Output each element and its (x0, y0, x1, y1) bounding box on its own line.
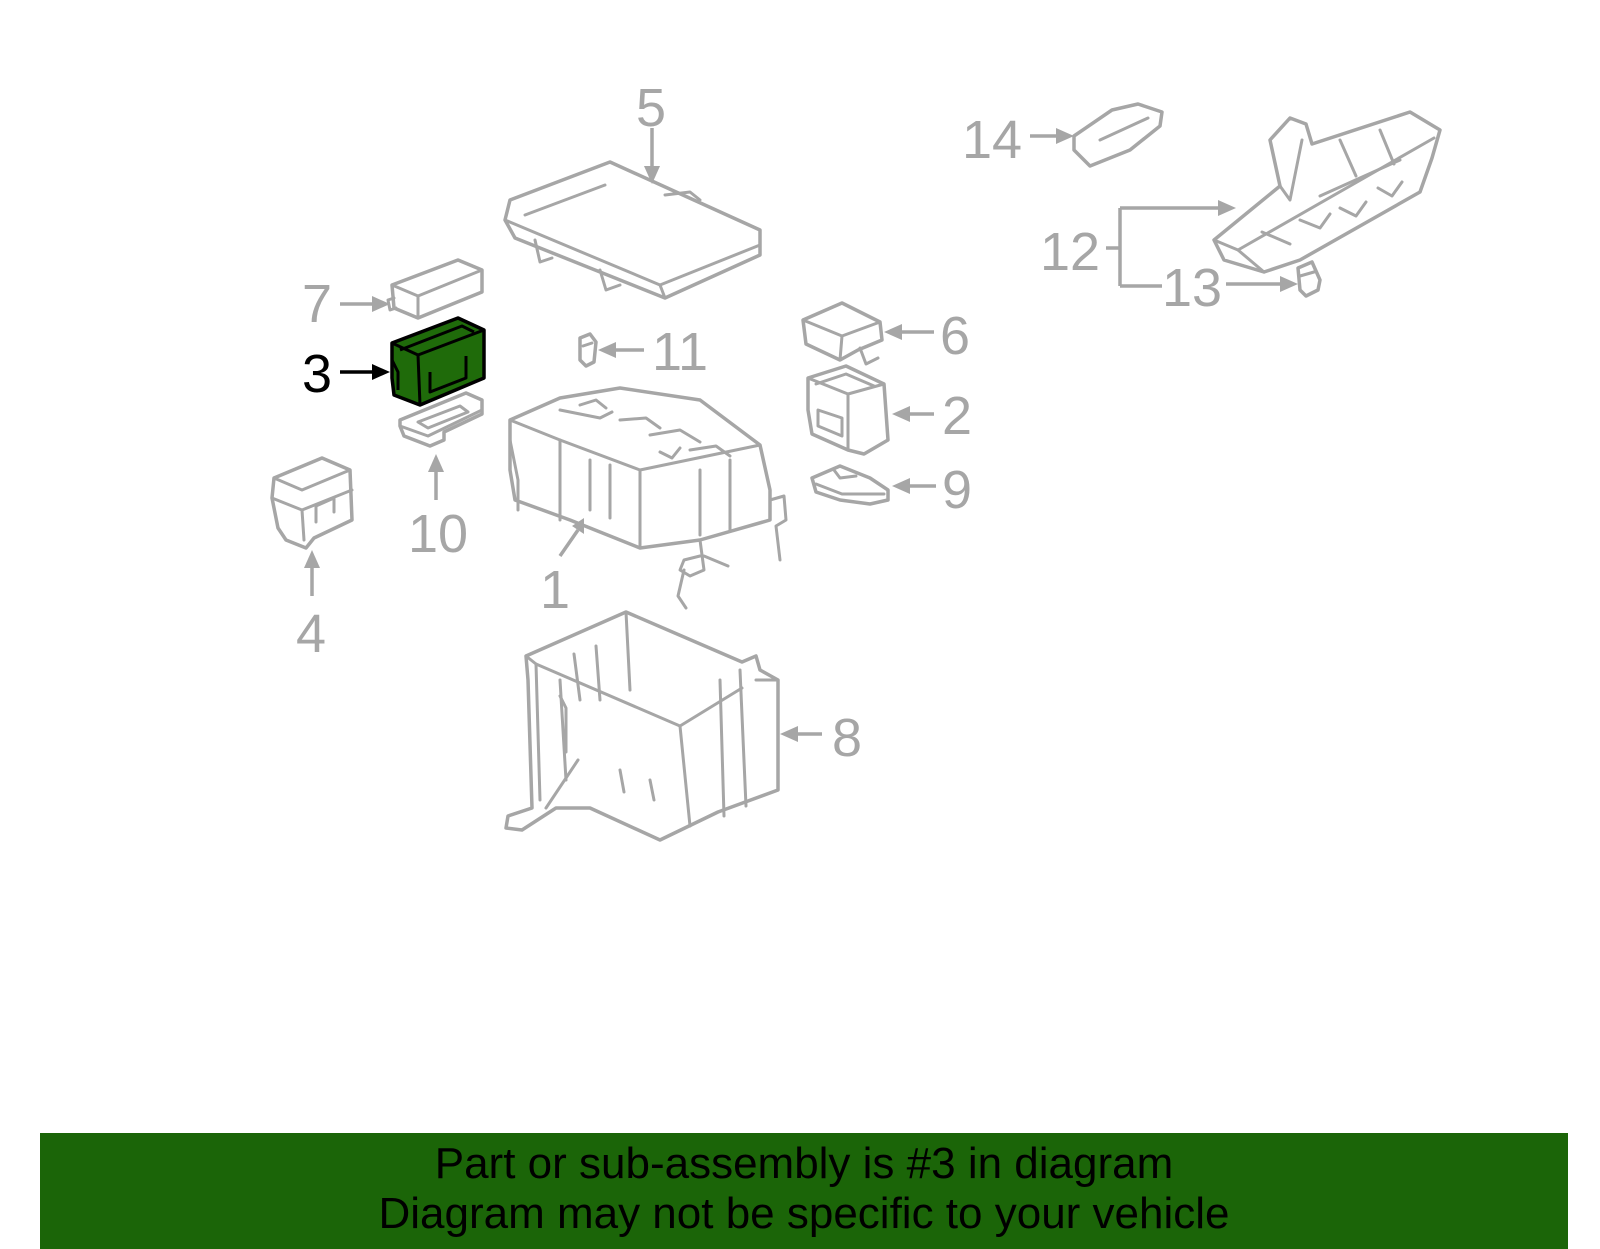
callout-14: 14 (962, 110, 1022, 170)
leader-4 (304, 550, 320, 596)
part-4-relay[interactable] (270, 456, 354, 550)
callout-7: 7 (302, 274, 332, 334)
callout-2: 2 (942, 386, 972, 446)
info-banner: Part or sub-assembly is #3 in diagram Di… (40, 1133, 1568, 1249)
leader-2 (892, 406, 934, 422)
part-12-fuse-block[interactable] (1212, 110, 1442, 274)
callout-5: 5 (636, 78, 666, 138)
part-3-highlighted[interactable] (390, 316, 486, 407)
part-10-tray[interactable] (398, 391, 484, 448)
leader-14 (1030, 128, 1074, 144)
part-5-cover[interactable] (503, 160, 762, 300)
part-14-cap[interactable] (1072, 102, 1164, 168)
banner-disclaimer-line: Diagram may not be specific to your vehi… (378, 1189, 1230, 1238)
callout-3: 3 (302, 344, 332, 404)
banner-part-line: Part or sub-assembly is #3 in diagram (434, 1139, 1174, 1188)
part-1-box-body[interactable] (508, 386, 788, 610)
leader-5 (644, 128, 660, 184)
leader-12-13-bracket (1106, 200, 1236, 288)
part-8-tray-base[interactable] (504, 610, 780, 842)
callout-4: 4 (296, 604, 326, 664)
leader-1 (558, 518, 584, 557)
callout-9: 9 (942, 460, 972, 520)
part-9-bracket[interactable] (810, 464, 890, 506)
callout-10: 10 (408, 504, 468, 564)
part-7-small-cover[interactable] (386, 258, 484, 320)
callout-1: 1 (540, 560, 570, 620)
callout-8: 8 (832, 708, 862, 768)
leader-10 (428, 454, 444, 500)
part-6-cover[interactable] (801, 301, 884, 366)
callout-11: 11 (652, 322, 708, 382)
part-2-holder[interactable] (806, 364, 890, 456)
leader-7 (340, 296, 390, 312)
leader-3 (340, 364, 390, 380)
callout-12: 12 (1040, 222, 1100, 282)
part-11-clip[interactable] (578, 332, 598, 368)
leader-13 (1226, 276, 1298, 292)
leader-11 (598, 342, 644, 358)
leader-8 (780, 726, 822, 742)
leader-9 (892, 478, 936, 494)
callout-6: 6 (940, 306, 970, 366)
leader-6 (884, 324, 934, 340)
part-13-fuse[interactable] (1296, 260, 1322, 298)
callout-13: 13 (1162, 258, 1222, 318)
